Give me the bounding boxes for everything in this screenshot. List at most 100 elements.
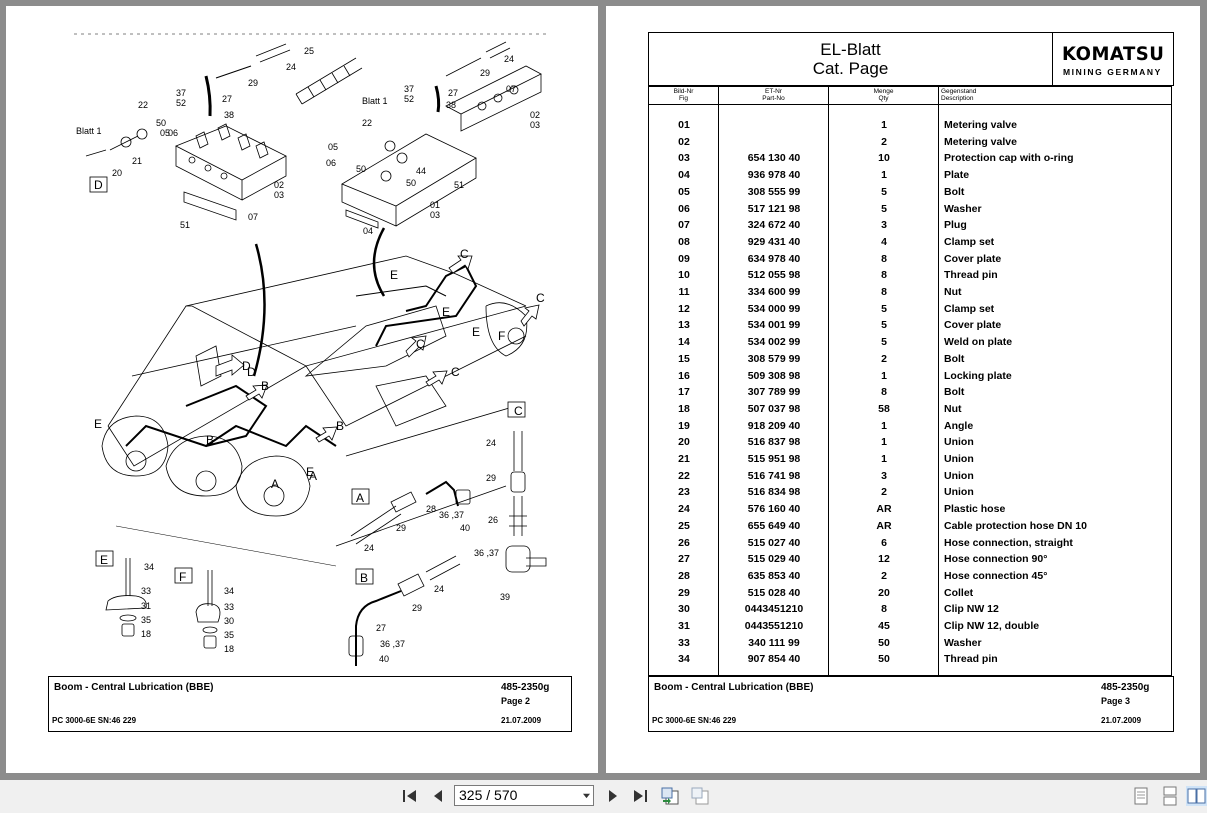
diagram-label: 22 (138, 100, 148, 110)
cell-part: 515 951 98 (747, 453, 801, 465)
diagram-label: A (309, 469, 317, 483)
cell-part: 918 209 40 (747, 419, 801, 432)
cell-desc: Hose connection, straight (944, 536, 1073, 549)
diagram-label: D (242, 359, 251, 373)
cell-fig: 24 (678, 503, 690, 516)
single-page-view-icon[interactable] (1131, 786, 1151, 806)
first-page-icon[interactable] (400, 786, 420, 806)
cell-desc: Thread pin (944, 653, 998, 666)
cell-qty: 2 (881, 352, 887, 365)
cell-part: 634 978 40 (747, 252, 801, 265)
cell-part: 534 000 99 (747, 302, 801, 315)
cell-desc: Metering valve (944, 135, 1017, 148)
cell-qty: 10 (878, 152, 890, 165)
title-en: Cat. Page (812, 59, 889, 78)
diagram-label: 05 (160, 128, 170, 138)
cell-fig: 25 (678, 519, 690, 532)
cell-desc: Bolt (944, 352, 965, 365)
catalog-title: EL-Blatt Cat. Page (649, 33, 1053, 85)
cell-desc: Locking plate (944, 369, 1012, 382)
diagram-label: D (247, 365, 256, 379)
diagram-label: 36 ,37 (380, 639, 405, 649)
diagram-label: 03 (430, 210, 440, 220)
right-footer-model: PC 3000-6E SN:46 229 (652, 716, 737, 725)
right-footer-date: 21.07.2009 (1101, 716, 1142, 725)
diagram-label: F (179, 570, 186, 584)
continuous-view-icon[interactable] (1160, 786, 1180, 806)
diagram-label: C (514, 404, 523, 418)
diagram-label: 01 (430, 200, 440, 210)
diagram-label: 07 (506, 84, 516, 94)
diagram-label: 28 (426, 504, 436, 514)
left-footer: Boom - Central Lubrication (BBE) 485-235… (48, 676, 572, 732)
cell-fig: 14 (678, 336, 690, 349)
next-view-icon[interactable] (690, 786, 710, 806)
cell-qty: 5 (881, 319, 887, 332)
cell-fig: 04 (678, 169, 690, 182)
diagram-label: 29 (486, 473, 496, 483)
diagram-label: C (416, 337, 425, 351)
diagram-label: Blatt 1 (76, 126, 102, 136)
cell-desc: Cover plate (944, 319, 1002, 332)
diagram-label: 03 (274, 190, 284, 200)
cell-part: 308 555 99 (747, 185, 801, 198)
two-page-view-icon[interactable] (1186, 786, 1207, 806)
cell-desc: Weld on plate (944, 336, 1013, 349)
page-number-input[interactable]: 325 / 570 (454, 785, 594, 806)
previous-page-icon[interactable] (428, 786, 448, 806)
cell-fig: 28 (678, 569, 690, 582)
diagram-label: 29 (412, 603, 422, 613)
cell-part: 308 579 99 (747, 352, 801, 365)
cell-fig: 01 (678, 119, 690, 131)
diagram-label: 24 (504, 54, 514, 64)
left-footer-doc-number: 485-2350g (501, 682, 550, 693)
diagram-label: E (390, 268, 398, 282)
cell-part: 334 600 99 (747, 286, 801, 298)
left-footer-date: 21.07.2009 (501, 716, 542, 725)
diagram-label: 51 (180, 220, 190, 230)
diagram-label: 24 (364, 543, 374, 553)
cell-fig: 08 (678, 235, 690, 248)
cell-qty: 3 (881, 469, 887, 482)
cell-desc: Bolt (944, 185, 965, 198)
diagram-label: 36 ,37 (474, 548, 499, 558)
cell-part: 307 789 99 (747, 386, 801, 399)
left-footer-title: Boom - Central Lubrication (BBE) (54, 682, 214, 693)
cell-part: 512 055 98 (747, 269, 801, 282)
diagram-label: 52 (404, 94, 414, 104)
right-footer: Boom - Central Lubrication (BBE) 485-235… (648, 676, 1174, 732)
catalog-header: EL-Blatt Cat. Page KOMATSU MINING GERMAN… (648, 32, 1174, 86)
diagram-label: 25 (304, 46, 314, 56)
diagram-label: 30 (224, 616, 234, 626)
previous-view-icon[interactable] (660, 786, 680, 806)
diagram-label: 29 (248, 78, 258, 88)
cell-part: 936 978 40 (747, 169, 801, 182)
cell-part: 515 027 40 (747, 536, 801, 549)
diagram-label: 22 (362, 118, 372, 128)
next-page-icon[interactable] (603, 786, 623, 806)
cell-fig: 05 (678, 185, 690, 198)
last-page-icon[interactable] (630, 786, 650, 806)
cell-desc: Cover plate (944, 252, 1002, 265)
chevron-down-icon[interactable] (583, 792, 590, 799)
cell-qty: 5 (881, 336, 887, 349)
